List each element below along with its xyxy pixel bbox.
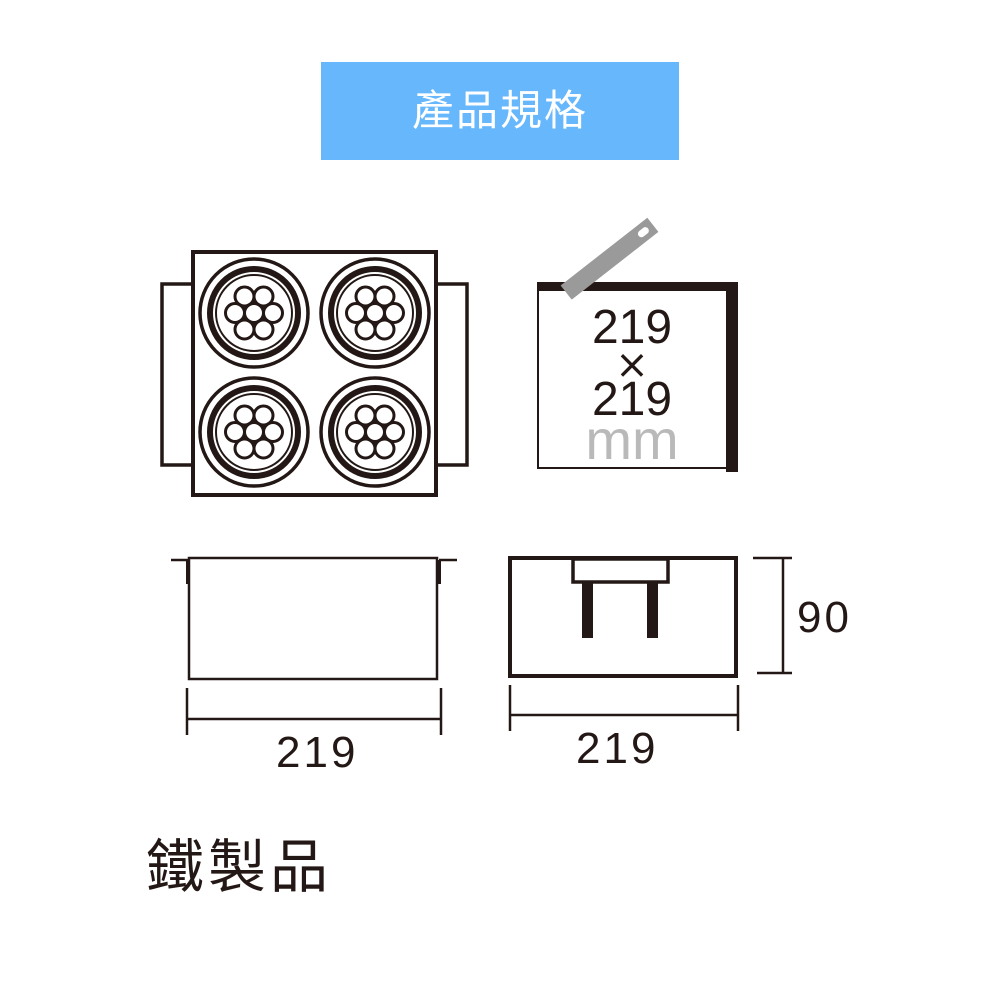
cutout-unit: mm [585, 408, 679, 471]
side-width-label: 219 [576, 724, 659, 773]
header-banner: 產品規格 [321, 62, 679, 160]
material-label: 鐵製品 [146, 833, 333, 901]
front-view [171, 556, 457, 735]
housing-outline [191, 250, 438, 497]
cutout-icon [537, 217, 738, 472]
side-view [508, 556, 792, 731]
top-view [160, 250, 469, 497]
left-bracket [160, 282, 195, 467]
page-title: 產品規格 [411, 86, 588, 135]
side-height-label: 90 [797, 593, 852, 642]
front-width-label: 219 [276, 728, 359, 777]
cutout-height: 219 [591, 373, 673, 426]
right-bracket [434, 282, 469, 467]
saw-icon [560, 217, 659, 300]
cutout-times: × [615, 342, 649, 388]
cutout-width: 219 [591, 301, 673, 354]
